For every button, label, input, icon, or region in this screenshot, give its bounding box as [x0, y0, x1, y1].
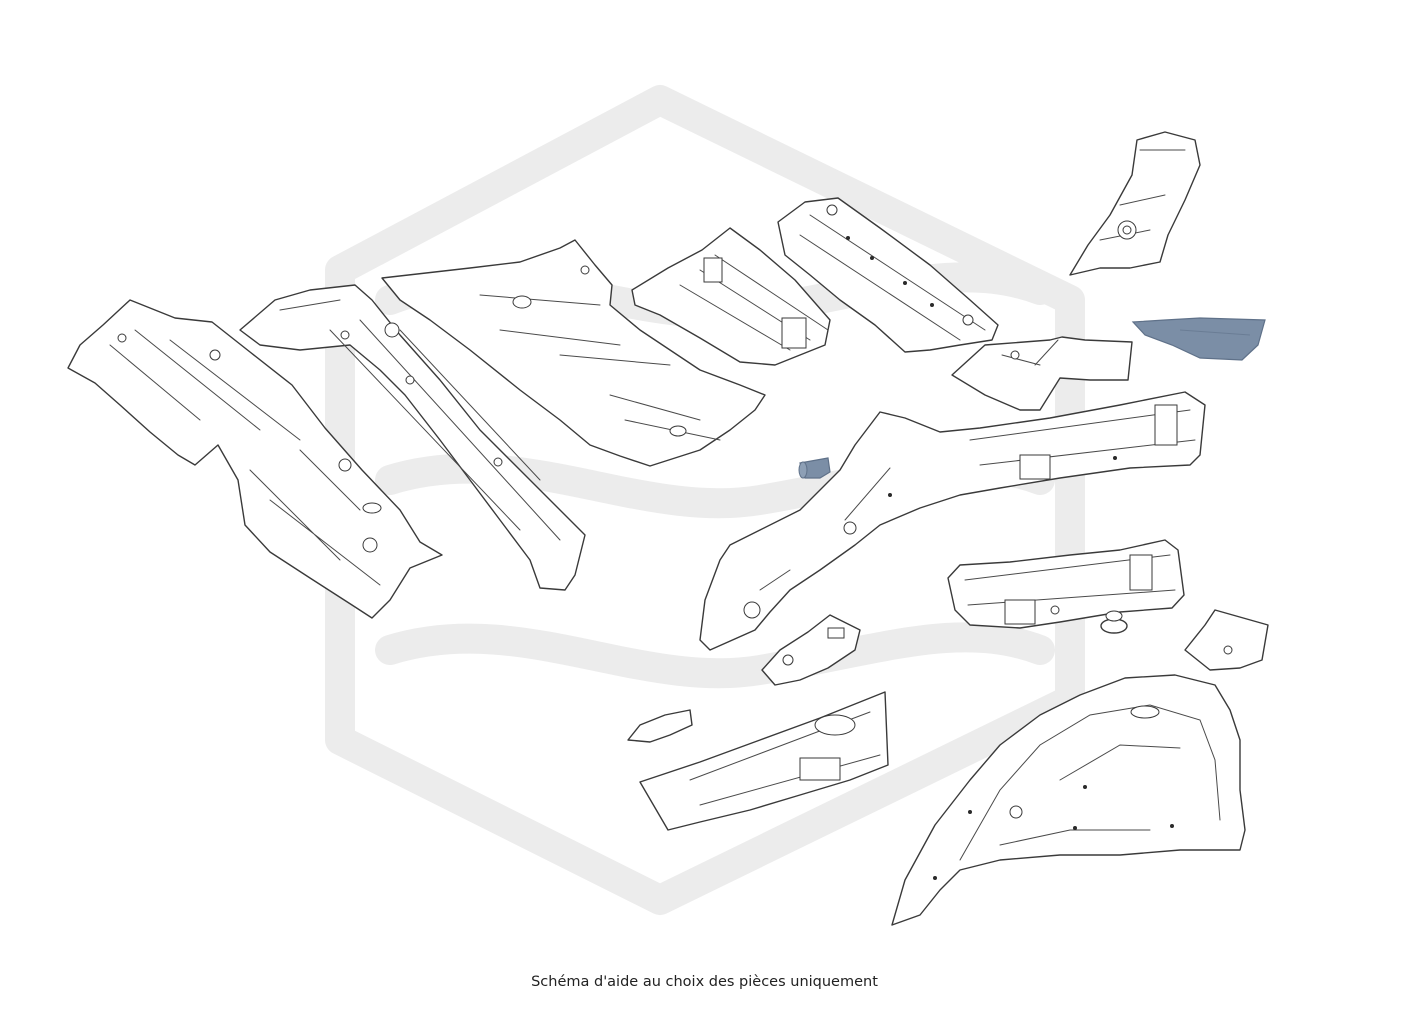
rear-wheelhouse-inner[interactable] — [891, 674, 1246, 926]
rear-frame-rail-long[interactable] — [699, 391, 1206, 651]
diagram-caption: Schéma d'aide au choix des pièces unique… — [531, 974, 878, 990]
rear-bracket[interactable] — [951, 336, 1133, 411]
front-floor-panel-center[interactable] — [239, 284, 586, 591]
corner-bracket[interactable] — [1184, 609, 1269, 671]
small-reinforcement-panel[interactable] — [1131, 317, 1266, 361]
seat-crossmember-left[interactable] — [631, 227, 831, 366]
rear-crossmember-frame[interactable] — [947, 539, 1185, 629]
seat-crossmember-right[interactable] — [777, 197, 999, 353]
side-sill-rail[interactable] — [639, 691, 889, 831]
small-clip-bracket[interactable] — [627, 709, 693, 743]
mount-bushing[interactable] — [1100, 610, 1128, 634]
rear-floor-panel[interactable] — [381, 239, 766, 467]
front-floor-panel-left[interactable] — [67, 299, 443, 619]
rubber-bump-stop[interactable] — [798, 457, 831, 479]
shock-tower-bracket[interactable] — [1069, 131, 1201, 276]
jack-point-bracket[interactable] — [761, 614, 861, 686]
